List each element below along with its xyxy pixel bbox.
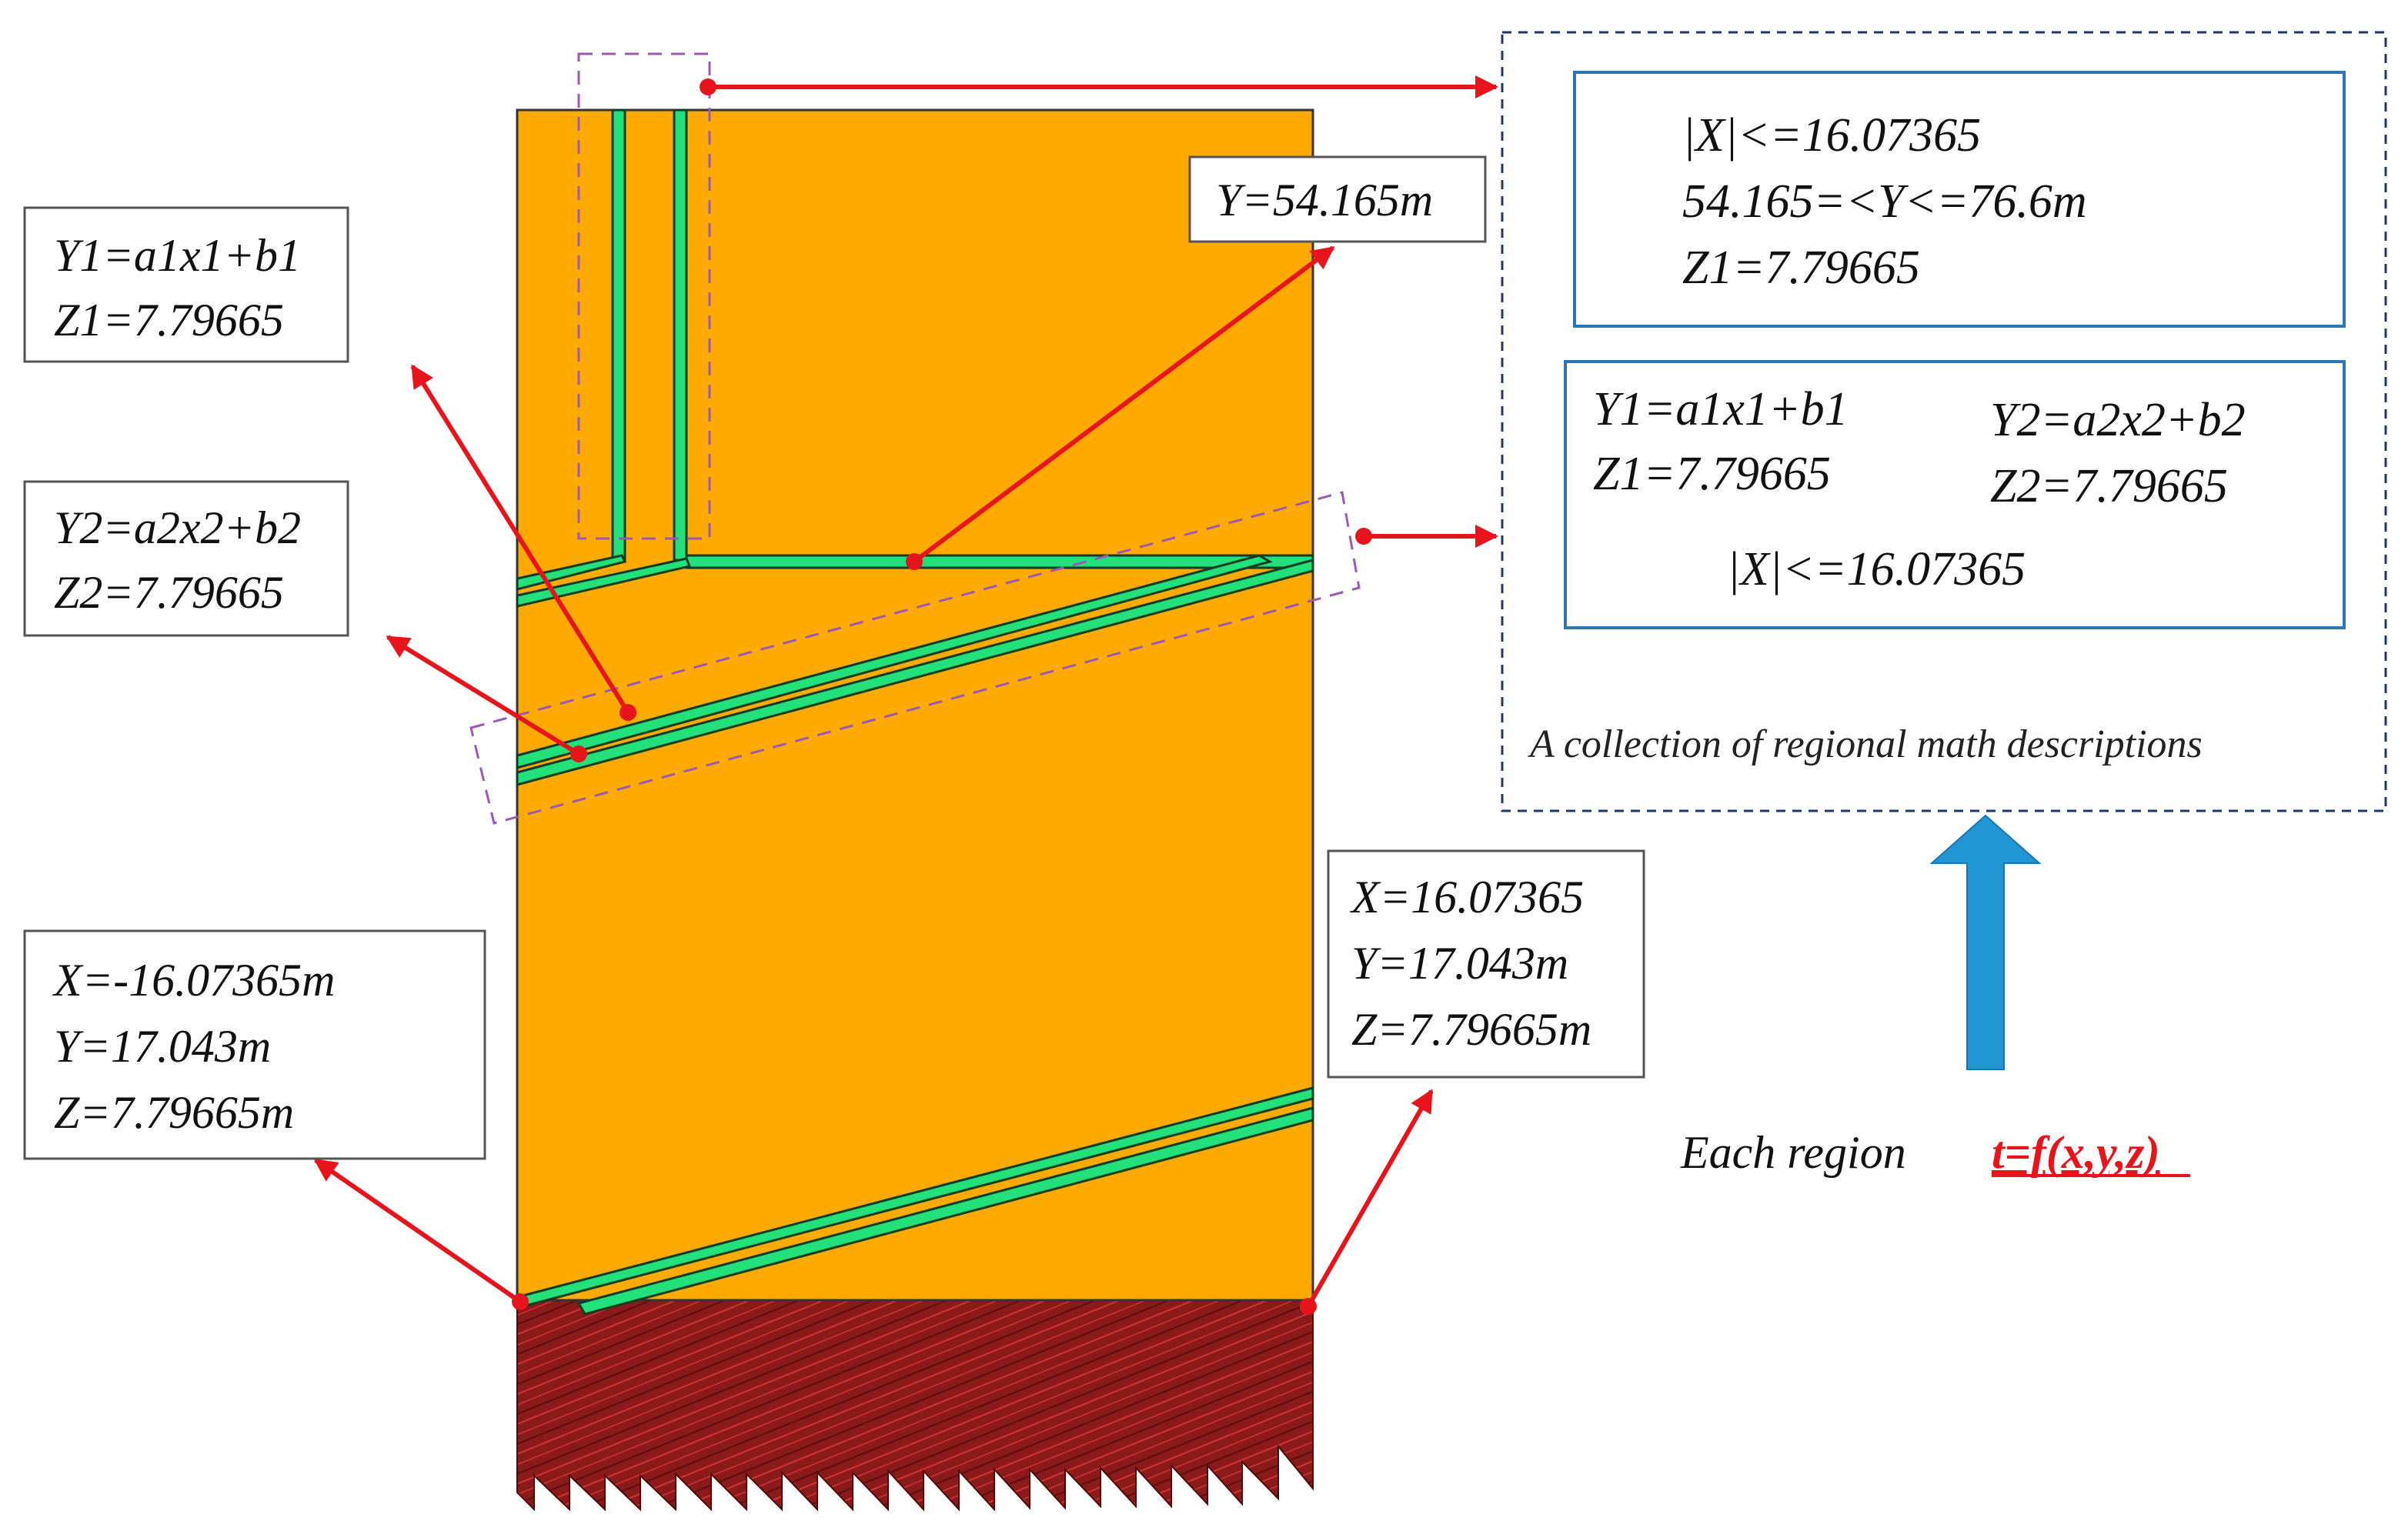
svg-text:Z=7.79665m: Z=7.79665m bbox=[1351, 1004, 1591, 1055]
arrow-to-top-y bbox=[913, 245, 1335, 564]
svg-text:Z2=7.79665: Z2=7.79665 bbox=[54, 567, 284, 618]
arrow-to-right-bottom bbox=[1306, 1089, 1434, 1308]
svg-text:Z=7.79665m: Z=7.79665m bbox=[54, 1087, 294, 1138]
svg-text:Y=17.043m: Y=17.043m bbox=[54, 1021, 271, 1072]
svg-text:Z1=7.79665: Z1=7.79665 bbox=[1593, 448, 1831, 500]
diagonal-tunnel-upper-a bbox=[516, 554, 1273, 769]
panel-box-2: Y1=a1x1+b1 Z1=7.79665 Y2=a2x2+b2 Z2=7.79… bbox=[1564, 360, 2346, 629]
soil-layer bbox=[516, 1299, 1314, 1512]
panel-box-1: |X|<=16.07365 54.165=<Y<=76.6m Z1=7.7966… bbox=[1573, 71, 2346, 328]
region-text: Each region bbox=[1680, 1127, 1906, 1178]
svg-text:Y1=a1x1+b1: Y1=a1x1+b1 bbox=[54, 230, 301, 281]
selection-box-diagonal bbox=[469, 491, 1361, 825]
svg-text:|X|<=16.07365: |X|<=16.07365 bbox=[1682, 109, 1981, 162]
label-box-left-bottom: X=-16.07365m Y=17.043m Z=7.79665m bbox=[23, 929, 486, 1160]
svg-text:Y=54.165m: Y=54.165m bbox=[1216, 175, 1433, 225]
svg-text:Y=17.043m: Y=17.043m bbox=[1351, 938, 1568, 989]
rock-block bbox=[516, 108, 1314, 1302]
math-descriptions-panel: |X|<=16.07365 54.165=<Y<=76.6m Z1=7.7966… bbox=[1501, 31, 2387, 812]
panel-caption: A collection of regional math descriptio… bbox=[1528, 722, 2203, 766]
svg-text:Z2=7.79665: Z2=7.79665 bbox=[1990, 460, 2228, 512]
svg-text:X=-16.07365m: X=-16.07365m bbox=[52, 955, 335, 1006]
annotation-arrows bbox=[313, 75, 1498, 1308]
arrow-origin-dots bbox=[512, 78, 1372, 1315]
arrow-to-left-upper bbox=[410, 364, 630, 714]
svg-text:Z1=7.79665: Z1=7.79665 bbox=[54, 295, 284, 345]
svg-text:X=16.07365: X=16.07365 bbox=[1350, 872, 1584, 922]
up-arrow bbox=[1929, 814, 2042, 1070]
diagonal-tunnel-upper-b bbox=[516, 559, 1314, 786]
arrow-to-left-middle bbox=[386, 635, 580, 756]
label-box-top-y: Y=54.165m bbox=[1188, 155, 1487, 243]
label-box-left-upper: Y1=a1x1+b1 Z1=7.79665 bbox=[23, 206, 349, 363]
arrow-to-left-bottom bbox=[313, 1158, 522, 1304]
left-connector-2 bbox=[516, 557, 692, 608]
svg-text:Y2=a2x2+b2: Y2=a2x2+b2 bbox=[1990, 394, 2246, 446]
label-box-left-middle: Y2=a2x2+b2 Z2=7.79665 bbox=[23, 480, 349, 637]
selection-box-vertical bbox=[577, 52, 711, 540]
svg-text:Y1=a1x1+b1: Y1=a1x1+b1 bbox=[1593, 383, 1849, 435]
vertical-shaft-right bbox=[673, 108, 688, 562]
svg-text:Z1=7.79665: Z1=7.79665 bbox=[1682, 242, 1920, 294]
vertical-shaft-left bbox=[611, 108, 626, 562]
tunnels bbox=[516, 108, 1314, 1316]
svg-text:Y2=a2x2+b2: Y2=a2x2+b2 bbox=[54, 502, 301, 553]
region-formula: t=f(x,y,z) bbox=[1992, 1127, 2160, 1178]
svg-text:|X|<=16.07365: |X|<=16.07365 bbox=[1727, 543, 2026, 595]
diagonal-tunnel-lower-b bbox=[576, 1106, 1314, 1316]
label-box-right-bottom: X=16.07365 Y=17.043m Z=7.79665m bbox=[1327, 849, 1645, 1079]
svg-text:54.165=<Y<=76.6m: 54.165=<Y<=76.6m bbox=[1682, 175, 2087, 228]
